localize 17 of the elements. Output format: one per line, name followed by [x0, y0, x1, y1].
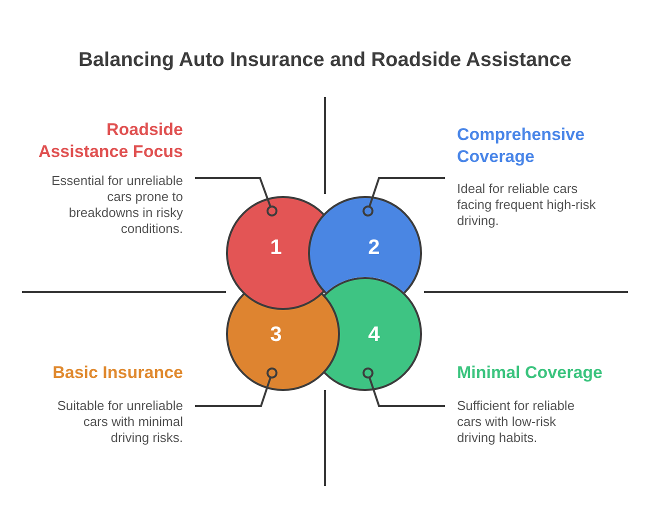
option-description: Ideal for reliable cars facing frequent high-risk driving. [457, 181, 597, 229]
option-heading: Roadside Assistance Focus [37, 119, 183, 163]
circle-number: 4 [368, 324, 380, 346]
leader-line [195, 368, 278, 407]
option-heading: Comprehensive Coverage [457, 124, 586, 168]
option-heading: Basic Insurance [52, 362, 183, 384]
diagram-title: Balancing Auto Insurance and Roadside Assistance [78, 48, 572, 72]
option-description: Sufficient for reliable cars with low-risk driving habits. [457, 398, 576, 446]
circle-number: 3 [270, 324, 282, 346]
option-description: Suitable for unreliable cars with minimal driving risks. [56, 398, 183, 446]
option-description: Essential for unreliable cars prone to breakdowns in risky conditions. [50, 173, 183, 237]
circle-number: 1 [270, 237, 282, 259]
circle-number: 2 [368, 237, 380, 259]
option-heading: Minimal Coverage [457, 362, 602, 384]
leader-line [362, 177, 445, 216]
leader-line [362, 368, 445, 407]
leader-line [195, 177, 278, 216]
